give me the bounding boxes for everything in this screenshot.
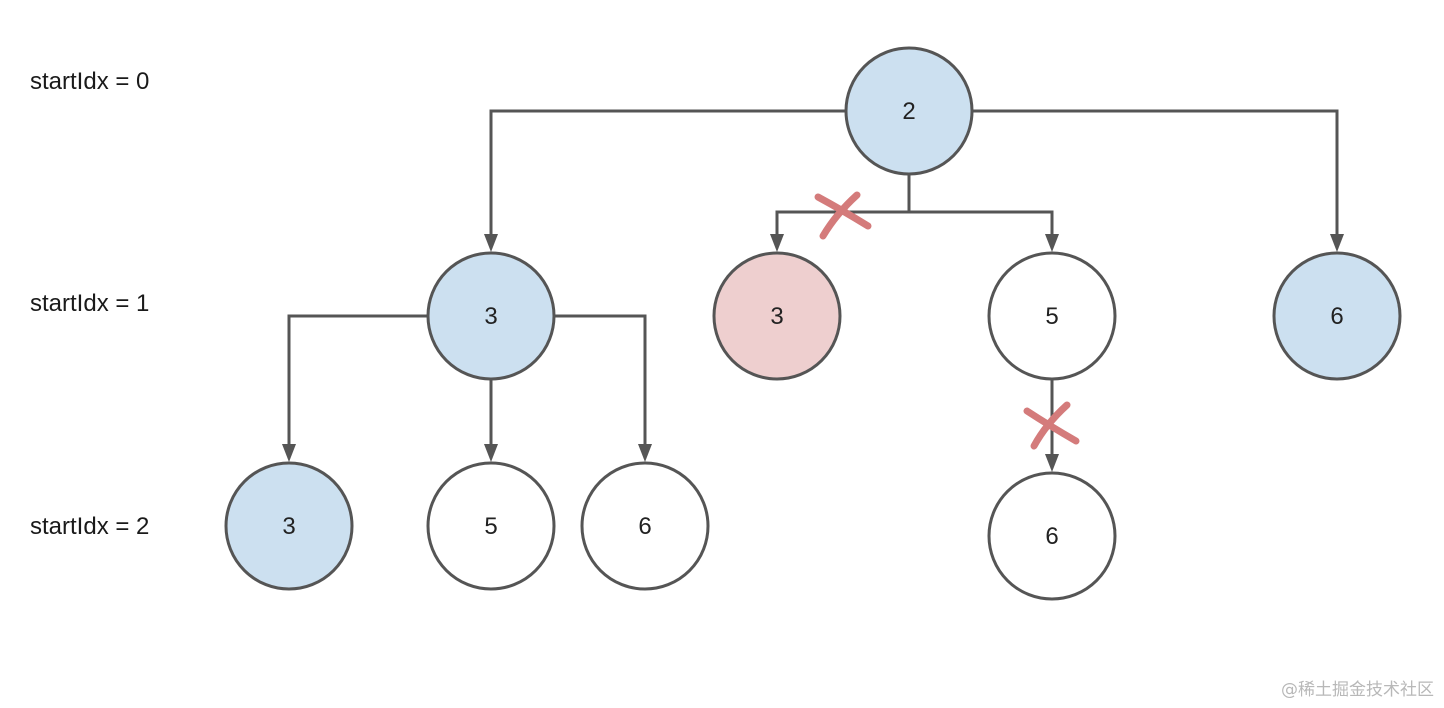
watermark: @稀土掘金技术社区 (1281, 680, 1434, 700)
prune-cross-mark-1 (814, 191, 872, 240)
tree-node-l2-d: 6 (987, 471, 1117, 601)
level-label-startidx-2: startIdx = 2 (30, 513, 149, 540)
svg-text:6: 6 (1045, 523, 1058, 550)
tree-node-l1-c: 5 (987, 251, 1117, 381)
level-label-startidx-1: startIdx = 1 (30, 290, 149, 317)
svg-text:6: 6 (638, 513, 651, 540)
prune-cross-mark-2 (1023, 401, 1080, 450)
svg-text:3: 3 (282, 513, 295, 540)
svg-text:3: 3 (484, 303, 497, 330)
tree-node-l1-a: 3 (426, 251, 556, 381)
tree-node-l2-c: 6 (580, 461, 710, 591)
edge-root-to-l1-d (972, 109, 1344, 252)
svg-text:2: 2 (902, 98, 915, 125)
svg-text:3: 3 (770, 303, 783, 330)
svg-text:5: 5 (484, 513, 497, 540)
svg-text:5: 5 (1045, 303, 1058, 330)
tree-node-root: 2 (844, 46, 974, 176)
tree-node-l2-b: 5 (426, 461, 556, 591)
tree-node-l1-b: 3 (712, 251, 842, 381)
edge-l1-a-to-l2-c (554, 314, 652, 462)
tree-node-l1-d: 6 (1272, 251, 1402, 381)
edge-l1-a-to-l2-b (484, 378, 498, 462)
tree-node-l2-a: 3 (224, 461, 354, 591)
edge-root-to-l1-c (909, 210, 1059, 252)
level-label-startidx-0: startIdx = 0 (30, 68, 149, 95)
svg-text:6: 6 (1330, 303, 1343, 330)
edge-root-to-l1-a (484, 109, 845, 252)
edge-l1-a-to-l2-a (282, 314, 428, 462)
